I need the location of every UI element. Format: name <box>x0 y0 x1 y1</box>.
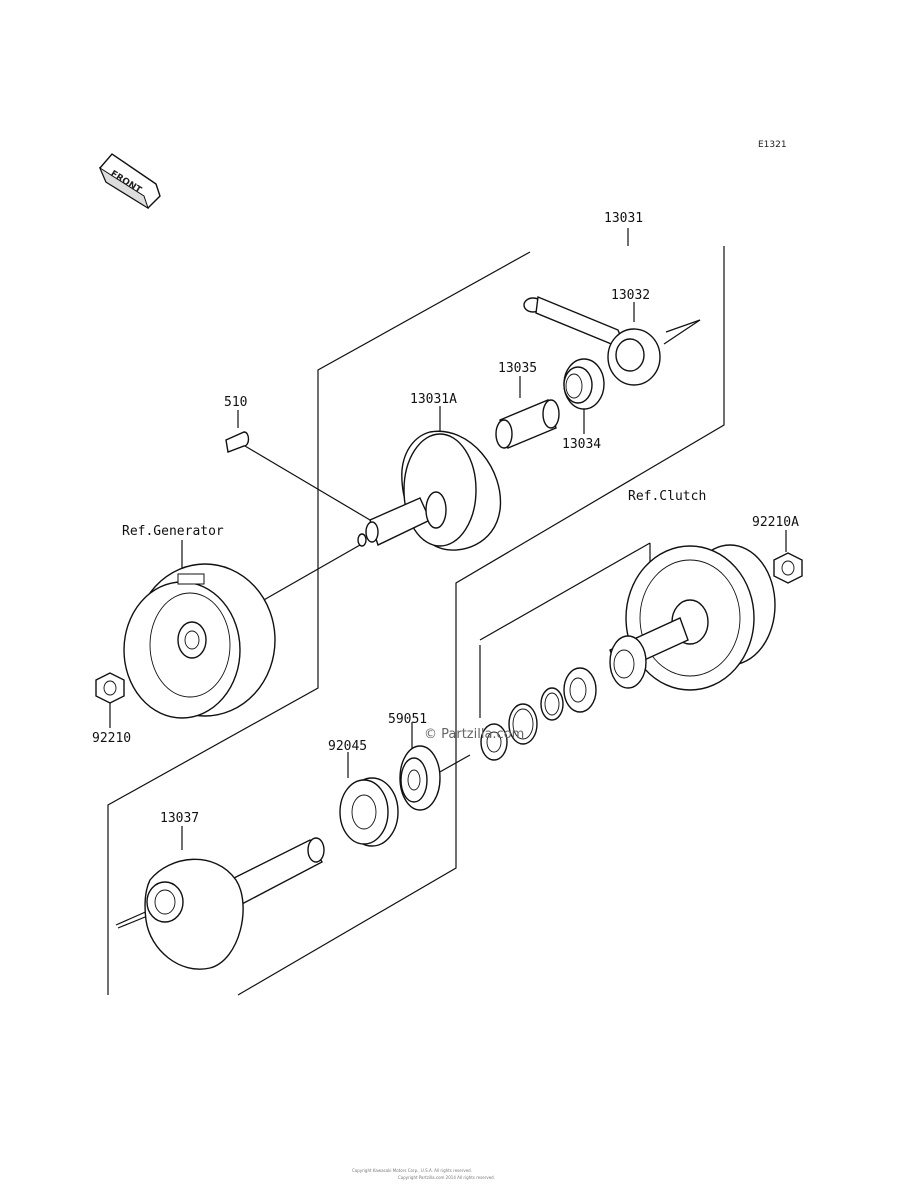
callout-59051: 59051 <box>388 712 427 727</box>
callout-13034: 13034 <box>562 437 601 452</box>
diagram-code: E1321 <box>758 140 787 150</box>
callout-13032: 13032 <box>611 288 650 303</box>
gear-and-rings-part <box>480 667 597 761</box>
watermark: © Partzilla.com <box>424 727 524 742</box>
callout-13037: 13037 <box>160 811 199 826</box>
callout-92210: 92210 <box>92 731 131 746</box>
callout-92210a: 92210A <box>752 515 799 530</box>
clutch-assembly-part <box>609 544 776 691</box>
needle-bearing-part <box>563 358 605 410</box>
woodruff-key-part <box>225 431 250 453</box>
footer-line-2: Copyright Partzilla.com 2014 All rights … <box>398 1175 495 1180</box>
bearing-92045-part <box>339 777 399 847</box>
gear-59051-part <box>399 745 441 811</box>
footer-line-1: Copyright Kawasaki Motors Corp., U.S.A. … <box>352 1168 472 1173</box>
callout-ref-clutch: Ref.Clutch <box>628 489 706 504</box>
callout-510: 510 <box>224 395 247 410</box>
crankshaft-right-part <box>357 430 502 551</box>
callout-13035: 13035 <box>498 361 537 376</box>
connecting-rod-part <box>523 296 661 386</box>
crankshaft-left-part <box>144 837 325 970</box>
nut-92210a-part <box>773 552 803 584</box>
callout-ref-generator: Ref.Generator <box>122 524 224 539</box>
crank-pin-part <box>495 399 560 449</box>
assembly-outline <box>107 246 725 996</box>
callout-92045: 92045 <box>328 739 367 754</box>
nut-92210-part <box>95 672 125 704</box>
generator-rotor-part <box>123 563 276 719</box>
front-arrow-icon: FRONT <box>98 153 161 210</box>
callout-13031: 13031 <box>604 211 643 226</box>
callout-13031a: 13031A <box>410 392 457 407</box>
